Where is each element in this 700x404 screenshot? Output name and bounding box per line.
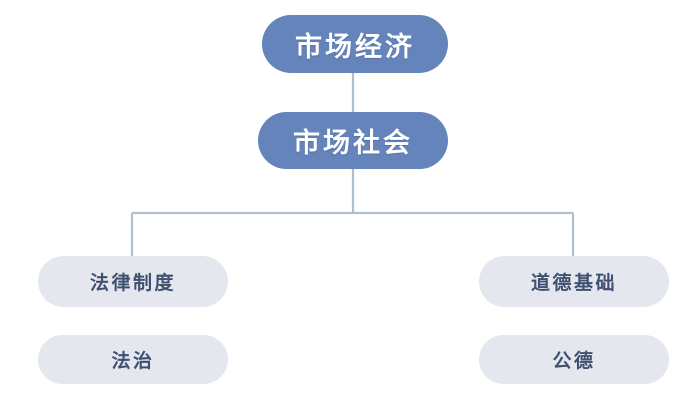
node-market-economy[interactable]: 市场经济: [262, 15, 448, 73]
node-moral-foundation[interactable]: 道德基础: [479, 256, 669, 307]
node-market-society[interactable]: 市场社会: [258, 112, 448, 169]
node-moral-foundation-label: 道德基础: [530, 273, 617, 294]
node-public-morality[interactable]: 公德: [479, 335, 669, 384]
node-public-morality-label: 公德: [552, 351, 596, 372]
node-rule-of-law[interactable]: 法治: [38, 335, 228, 384]
node-market-economy-label: 市场经济: [295, 31, 415, 62]
node-legal-system[interactable]: 法律制度: [38, 256, 228, 307]
node-rule-of-law-label: 法治: [111, 351, 155, 372]
node-legal-system-label: 法律制度: [89, 273, 176, 294]
node-market-society-label: 市场社会: [293, 128, 413, 158]
